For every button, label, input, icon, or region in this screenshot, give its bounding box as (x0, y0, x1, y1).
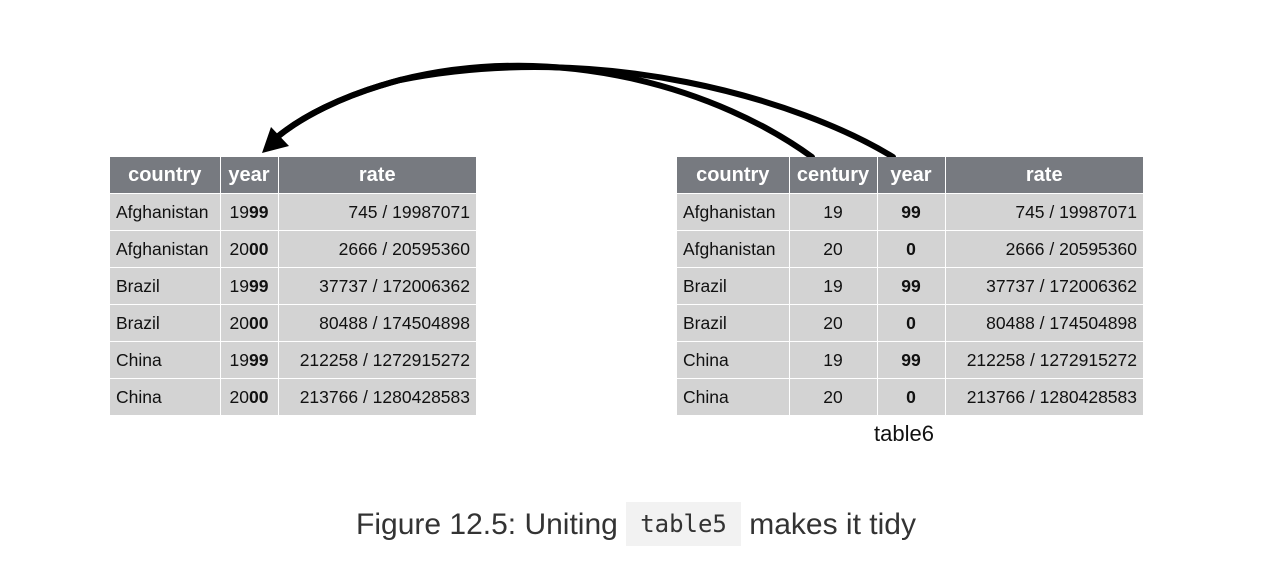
rate-cell: 2666 / 20595360 (945, 230, 1143, 268)
rate-cell: 37737 / 172006362 (278, 267, 476, 305)
year-cell: 2000 (220, 304, 279, 342)
year-prefix: 19 (229, 349, 249, 370)
right-header-rate: rate (945, 157, 1143, 194)
rate-cell: 213766 / 1280428583 (278, 378, 476, 415)
century-cell: 19 (789, 267, 878, 305)
caption-suffix: makes it tidy (749, 508, 916, 541)
century-cell: 20 (789, 304, 878, 342)
figure-caption: Figure 12.5: Uniting table5 makes it tid… (0, 502, 1272, 546)
year-prefix: 19 (229, 201, 249, 222)
year-cell: 1999 (220, 341, 279, 379)
year-cell: 1999 (220, 267, 279, 305)
year-suffix: 99 (249, 349, 269, 370)
left-table-header-row: country year rate (110, 157, 476, 194)
rate-cell: 80488 / 174504898 (945, 304, 1143, 342)
year-cell: 1999 (220, 193, 279, 231)
left-header-rate: rate (278, 157, 476, 194)
arrow-from-century (273, 62, 815, 160)
arrow-from-year (273, 64, 896, 160)
right-header-year: year (877, 157, 946, 194)
year-cell: 2000 (220, 378, 279, 415)
year-cell: 0 (877, 304, 946, 342)
year-prefix: 20 (229, 238, 249, 259)
left-header-year: year (220, 157, 279, 194)
caption-prefix: Figure 12.5: Uniting (356, 508, 618, 541)
rate-cell: 213766 / 1280428583 (945, 378, 1143, 415)
rate-cell: 745 / 19987071 (278, 193, 476, 231)
country-cell: Afghanistan (677, 193, 790, 231)
country-cell: China (677, 341, 790, 379)
country-cell: China (677, 378, 790, 415)
year-cell: 99 (877, 193, 946, 231)
rate-cell: 2666 / 20595360 (278, 230, 476, 268)
country-cell: China (110, 378, 221, 415)
right-header-century: century (789, 157, 878, 194)
rate-cell: 212258 / 1272915272 (278, 341, 476, 379)
year-suffix: 99 (249, 275, 269, 296)
year-cell: 99 (877, 341, 946, 379)
left-header-country: country (110, 157, 221, 194)
century-cell: 19 (789, 193, 878, 231)
year-prefix: 19 (229, 275, 249, 296)
country-cell: Afghanistan (677, 230, 790, 268)
caption-code: table5 (626, 502, 741, 546)
country-cell: Brazil (110, 267, 221, 305)
country-cell: Brazil (677, 304, 790, 342)
country-cell: Afghanistan (110, 230, 221, 268)
century-cell: 20 (789, 230, 878, 268)
year-suffix: 00 (249, 386, 269, 407)
rate-cell: 745 / 19987071 (945, 193, 1143, 231)
rate-cell: 212258 / 1272915272 (945, 341, 1143, 379)
year-suffix: 00 (249, 238, 269, 259)
year-cell: 2000 (220, 230, 279, 268)
right-header-country: country (677, 157, 790, 194)
country-cell: Afghanistan (110, 193, 221, 231)
arrowhead-icon (262, 127, 289, 153)
country-cell: Brazil (110, 304, 221, 342)
year-suffix: 00 (249, 312, 269, 333)
year-prefix: 20 (229, 312, 249, 333)
rate-cell: 80488 / 174504898 (278, 304, 476, 342)
table-label: table6 (874, 421, 934, 446)
century-cell: 19 (789, 341, 878, 379)
century-cell: 20 (789, 378, 878, 415)
rate-cell: 37737 / 172006362 (945, 267, 1143, 305)
country-cell: China (110, 341, 221, 379)
year-prefix: 20 (229, 386, 249, 407)
year-cell: 99 (877, 267, 946, 305)
year-cell: 0 (877, 378, 946, 415)
year-suffix: 99 (249, 201, 269, 222)
country-cell: Brazil (677, 267, 790, 305)
year-cell: 0 (877, 230, 946, 268)
right-table-header-row: country century year rate (677, 157, 1143, 194)
